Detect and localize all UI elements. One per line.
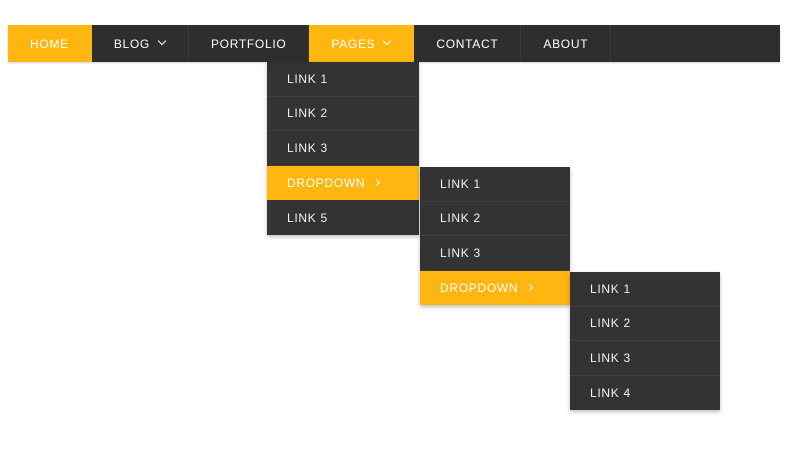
chevron-right-icon <box>374 179 381 186</box>
nav-item-blog[interactable]: BLOG <box>92 25 189 62</box>
menubar-list: HOME BLOG PORTFOLIO PAGES CONTACT ABOUT <box>8 25 780 62</box>
menu-item-label: LINK 1 <box>440 176 481 191</box>
menu-item-label: DROPDOWN <box>287 175 366 190</box>
menu-item-link-3[interactable]: LINK 3 <box>267 131 419 166</box>
menu-item-link-4[interactable]: LINK 4 <box>570 376 720 411</box>
dropdown-panel-level-1: LINK 1 LINK 2 LINK 3 DROPDOWN LINK 5 <box>267 62 419 235</box>
menu-item-dropdown[interactable]: DROPDOWN <box>267 165 419 201</box>
chevron-down-icon <box>159 38 166 45</box>
nav-item-label: BLOG <box>113 36 150 51</box>
menu-item-link-3[interactable]: LINK 3 <box>570 341 720 376</box>
nav-item-label: CONTACT <box>436 36 499 51</box>
menu-item-label: LINK 3 <box>287 140 328 155</box>
menu-item-link-2[interactable]: LINK 2 <box>420 202 570 237</box>
menu-item-label: LINK 1 <box>287 71 328 86</box>
nav-item-label: PAGES <box>331 36 376 51</box>
menu-item-link-2[interactable]: LINK 2 <box>267 97 419 132</box>
nav-item-portfolio[interactable]: PORTFOLIO <box>189 25 310 62</box>
menu-item-label: LINK 4 <box>590 386 631 401</box>
nav-item-label: HOME <box>30 36 69 51</box>
menu-item-label: LINK 1 <box>590 281 631 296</box>
nav-item-contact[interactable]: CONTACT <box>414 25 522 62</box>
menu-item-label: LINK 3 <box>590 350 631 365</box>
menu-item-label: LINK 3 <box>440 245 481 260</box>
menu-item-link-1[interactable]: LINK 1 <box>420 167 570 202</box>
menu-item-link-3[interactable]: LINK 3 <box>420 236 570 271</box>
menu-item-label: LINK 2 <box>440 211 481 226</box>
chevron-down-icon <box>384 38 391 45</box>
menu-item-link-1[interactable]: LINK 1 <box>267 62 419 97</box>
chevron-right-icon <box>527 284 534 291</box>
menu-item-link-2[interactable]: LINK 2 <box>570 307 720 342</box>
nav-item-label: PORTFOLIO <box>210 36 287 51</box>
menu-item-link-1[interactable]: LINK 1 <box>570 272 720 307</box>
menu-item-label: DROPDOWN <box>440 280 519 295</box>
nav-item-about[interactable]: ABOUT <box>521 25 612 62</box>
main-navigation-bar: HOME BLOG PORTFOLIO PAGES CONTACT ABOUT <box>8 25 780 62</box>
menu-item-link-5[interactable]: LINK 5 <box>267 200 419 235</box>
dropdown-panel-level-2: LINK 1 LINK 2 LINK 3 DROPDOWN <box>420 167 570 306</box>
menu-item-dropdown[interactable]: DROPDOWN <box>420 270 570 306</box>
nav-item-home[interactable]: HOME <box>8 25 92 62</box>
menu-item-label: LINK 5 <box>287 210 328 225</box>
menu-item-label: LINK 2 <box>287 106 328 121</box>
nav-item-label: ABOUT <box>543 36 589 51</box>
menu-item-label: LINK 2 <box>590 316 631 331</box>
nav-item-pages[interactable]: PAGES <box>309 25 415 62</box>
dropdown-panel-level-3: LINK 1 LINK 2 LINK 3 LINK 4 <box>570 272 720 411</box>
